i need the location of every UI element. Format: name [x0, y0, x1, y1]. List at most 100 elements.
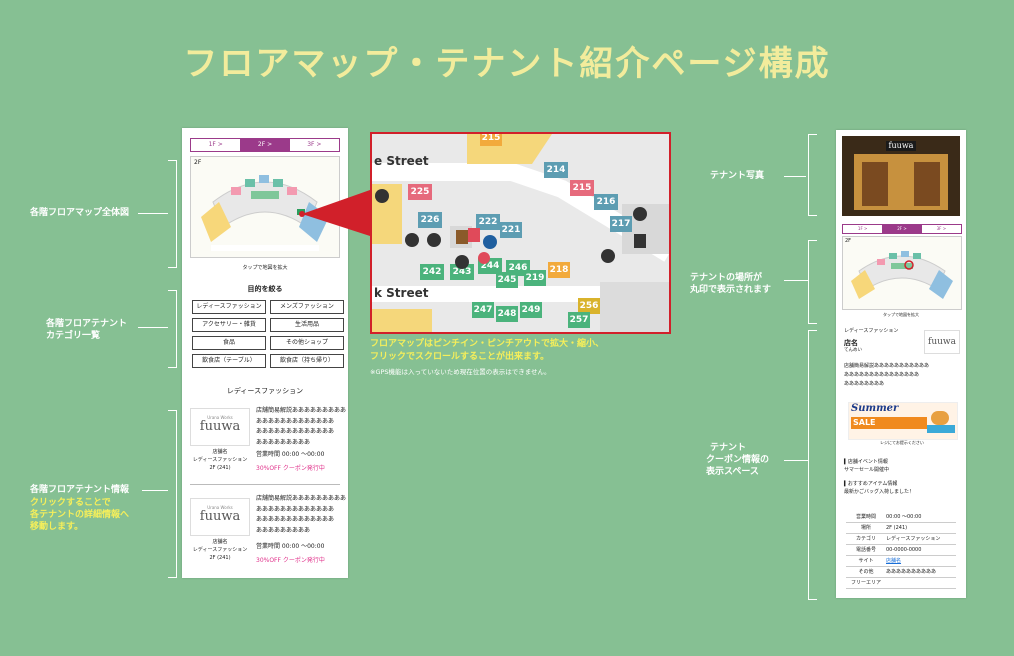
zoomed-floor-map[interactable]: e Street k Street 215 214 225 215 216 22… [370, 132, 671, 334]
facility-icons [375, 189, 647, 269]
logo-subtext: Urana Works [207, 505, 233, 510]
desc-line: 店舗簡易解説あああああああああ [256, 407, 347, 414]
floor-label: 2F [194, 159, 202, 166]
room-247[interactable]: 247 [472, 302, 494, 318]
connector-line [784, 460, 808, 461]
info-value: 00:00 〜00:00 [886, 514, 922, 520]
tenant-coupon: 30%OFF クーポン発行中 [256, 465, 325, 472]
room-242[interactable]: 242 [420, 264, 444, 280]
room-218[interactable]: 218 [548, 262, 570, 278]
connector-line [138, 213, 168, 214]
logo-text: fuuwa [199, 419, 241, 434]
floor-label: 2F [845, 238, 852, 244]
minimap-graphic [851, 251, 953, 299]
tab-1f[interactable]: 1F > [857, 226, 868, 231]
annotation-info: 各階フロアテナント情報 [30, 485, 130, 495]
floor-tabs: 1F > 2F > 3F > [842, 224, 962, 234]
room-225[interactable]: 225 [408, 184, 432, 200]
tenant-category: レディースファッション [192, 547, 248, 553]
desc-line: あああああああああああああ [256, 428, 335, 435]
tenant-photo: fuuwa [842, 136, 960, 216]
recommend-text: 最新かごバッグ入荷しました！ [844, 489, 915, 495]
category-food[interactable]: 食品 [192, 336, 266, 350]
shop-logo: fuuwa [924, 330, 960, 354]
minimap-graphic [201, 175, 329, 251]
category-ladies[interactable]: レディースファッション [192, 300, 266, 314]
zoom-map-graphic [372, 134, 669, 332]
zoom-pointer [299, 190, 370, 236]
info-label: その他 [858, 569, 874, 575]
location-minimap[interactable]: 2F [842, 236, 962, 310]
annotation-location-1: テナントの場所が [690, 273, 763, 283]
category-title: 目的を絞る [247, 285, 283, 293]
room-219[interactable]: 219 [524, 270, 546, 286]
room-226[interactable]: 226 [418, 212, 442, 228]
stairs-icon [456, 230, 468, 244]
room-214[interactable]: 214 [544, 162, 568, 178]
page-title: フロアマップ・テナント紹介ページ構成 [183, 44, 831, 84]
category-mens[interactable]: メンズファッション [270, 300, 344, 314]
shop-name: 店名 [844, 339, 858, 347]
zoom-caption-2: フリックでスクロールすることが出来ます。 [370, 352, 550, 362]
info-row: フリーエリア [846, 578, 956, 589]
street-label: k Street [374, 286, 429, 300]
phone-tenant-detail: fuuwa 1F > 2F > 3F > 2F タップで地図を拡大 レディースフ… [836, 130, 966, 598]
info-row: その他ああああああああああ [846, 567, 956, 578]
desc-line: あああああああああああああああ [844, 372, 920, 378]
tenant-name: 店舗名 [212, 449, 228, 455]
shop-desc: 店舗簡易解説あああああああああああ あああああああああああああああ ああああああ… [844, 362, 929, 389]
room-257[interactable]: 257 [568, 312, 590, 328]
room-221[interactable]: 221 [500, 222, 522, 238]
tenant-meta: 店舗名 レディースファッション 2F (241) [190, 448, 250, 472]
tab-2f[interactable]: 2F > [882, 225, 922, 233]
desc-line: あああああああああああああ [256, 417, 335, 425]
tenant-floor: 2F (241) [209, 555, 231, 561]
info-row: サイト店舗名 [846, 556, 956, 567]
coupon-banner[interactable]: Summer SALE [848, 402, 958, 440]
room-222[interactable]: 222 [476, 214, 500, 230]
elevator-icon [455, 255, 469, 269]
connector-line [142, 490, 168, 491]
category-household[interactable]: 生活用品 [270, 318, 344, 332]
annotation-location-2: 丸印で表示されます [690, 285, 772, 295]
info-label: 場所 [860, 525, 871, 531]
room-245[interactable]: 245 [496, 272, 518, 288]
info-label: フリーエリア [850, 580, 881, 586]
tenant-desc: 店舗簡易解説あああああああああ あああああああああああああ ああああああああああ… [256, 406, 346, 448]
floor-minimap[interactable]: 2F [190, 156, 340, 258]
annotation-info-y3: 移動します。 [30, 522, 84, 532]
room-256[interactable]: 256 [578, 298, 600, 314]
category-accessories[interactable]: アクセサリー・雑貨 [192, 318, 266, 332]
shop-category: レディースファッション [844, 328, 899, 334]
desc-line: あああああああああああああ [256, 516, 335, 523]
wheelchair-icon [483, 235, 497, 249]
tab-3f[interactable]: 3F > [307, 141, 322, 148]
tenant-category: レディースファッション [192, 457, 248, 463]
photo-sign: fuuwa [886, 141, 916, 151]
site-link[interactable]: 店舗名 [886, 558, 902, 564]
tenant-hours: 営業時間 00:00 〜00:00 [256, 451, 325, 458]
room-215b[interactable]: 215 [570, 180, 594, 196]
room-248[interactable]: 248 [496, 306, 518, 322]
room-249[interactable]: 249 [520, 302, 542, 318]
hat-icon [931, 411, 949, 425]
bracket-location [808, 240, 817, 324]
tenant-floor: 2F (241) [209, 465, 231, 471]
room-216[interactable]: 216 [594, 194, 618, 210]
floor-tabs: 1F > 2F > 3F > [190, 138, 340, 152]
category-restaurant-table[interactable]: 飲食店（テーブル） [192, 354, 266, 368]
coupon-title: Summer [851, 403, 899, 414]
tab-1f[interactable]: 1F > [208, 141, 223, 148]
tenant-meta: 店舗名 レディースファッション 2F (241) [190, 538, 250, 562]
tenant-logo: Urana Works fuuwa [190, 408, 250, 446]
tab-2f[interactable]: 2F > [240, 139, 290, 151]
room-215a[interactable]: 215 [480, 134, 502, 146]
category-restaurant-takeout[interactable]: 飲食店（持ち帰り） [270, 354, 344, 368]
shop-kana: てんめい [844, 348, 862, 353]
room-243[interactable]: 243 [450, 264, 474, 280]
category-other[interactable]: その他ショップ [270, 336, 344, 350]
room-217[interactable]: 217 [610, 216, 632, 232]
tab-3f[interactable]: 3F > [936, 226, 947, 231]
